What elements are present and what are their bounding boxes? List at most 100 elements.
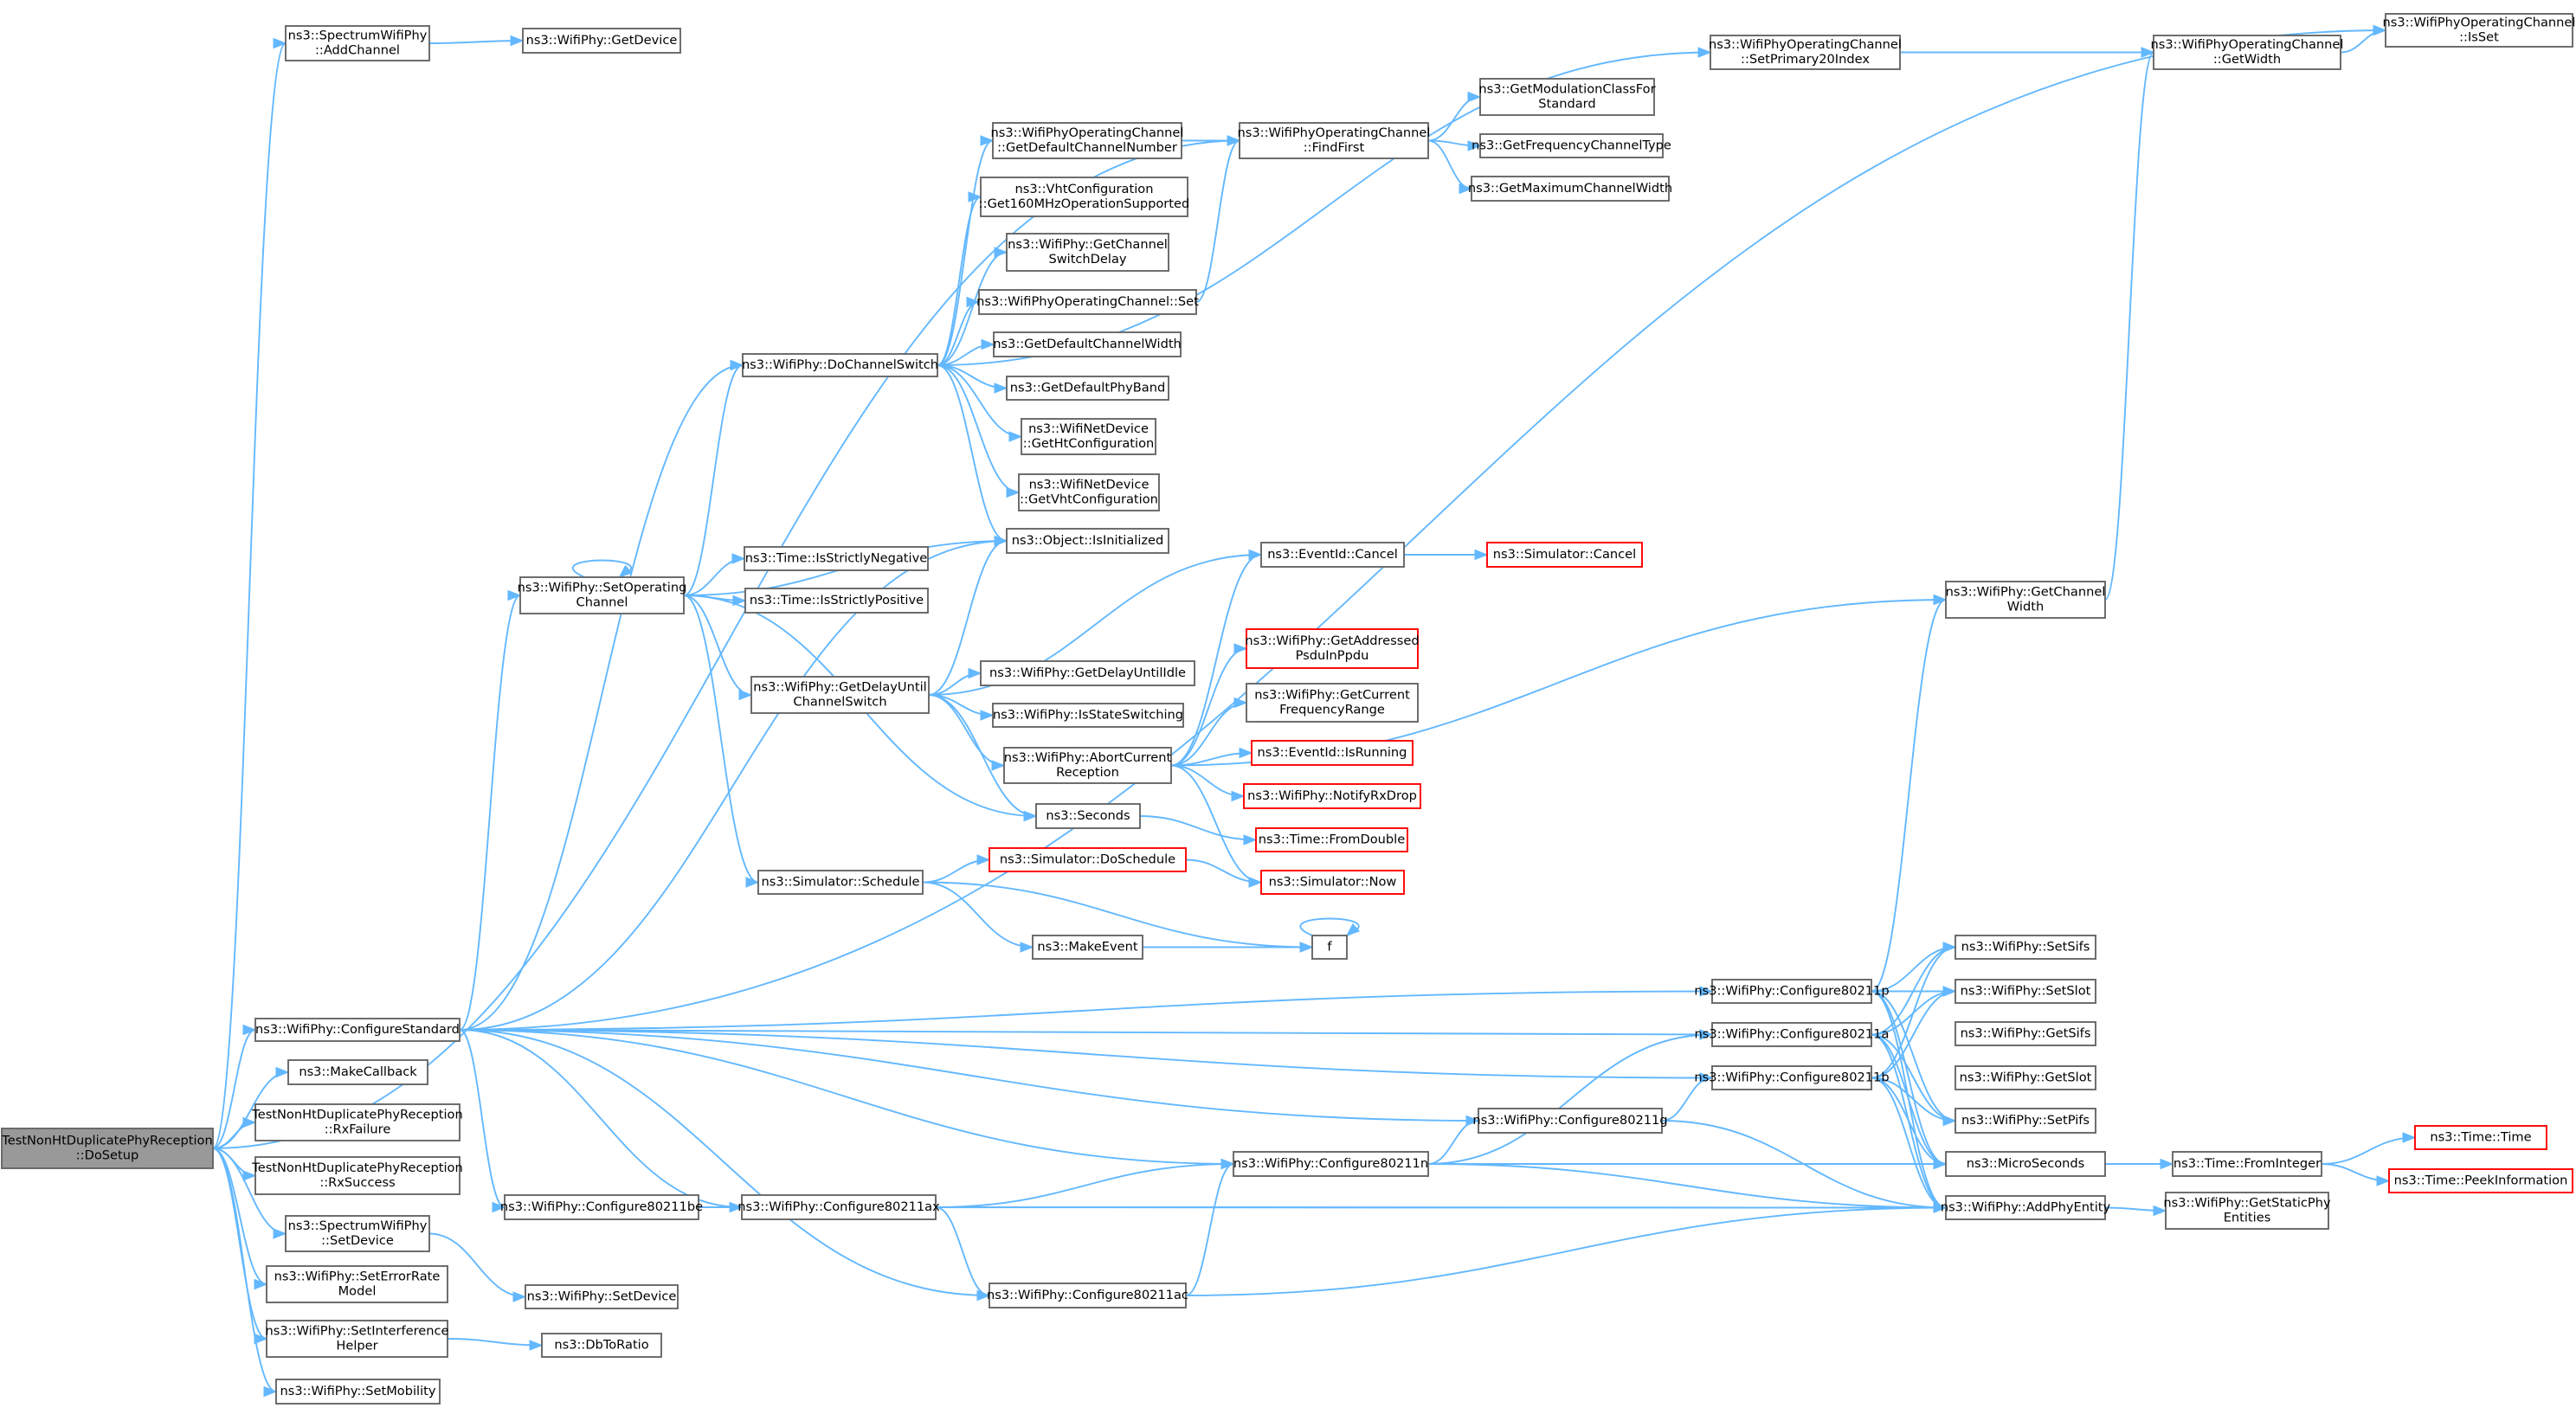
node-spec-add[interactable]: ns3::SpectrumWifiPhy::AddChannel [285,25,430,61]
arrow-head-icon [1933,594,1948,606]
node-box [993,331,1182,357]
node-c11b[interactable]: ns3::WifiPhy::Configure80211b [1694,1065,1890,1090]
node-vht160[interactable]: ns3::VhtConfiguration::Get160MHzOperatio… [979,177,1189,217]
node-label: ns3::Seconds [1046,808,1130,823]
node-get-slot[interactable]: ns3::WifiPhy::GetSlot [1955,1065,2096,1090]
node-c11p[interactable]: ns3::WifiPhy::Configure80211p [1694,979,1890,1004]
node-c11a[interactable]: ns3::WifiPhy::Configure80211a [1695,1022,1890,1047]
node-get-def-ch-width[interactable]: ns3::GetDefaultChannelWidth [993,331,1182,357]
node-cfg-std[interactable]: ns3::WifiPhy::ConfigureStandard [254,1018,460,1042]
node-label: ns3::MakeEvent [1037,940,1138,955]
edge-line [1195,139,1240,303]
node-c11be[interactable]: ns3::WifiPhy::Configure80211be [500,1194,703,1220]
node-set-dev[interactable]: ns3::WifiPhy::SetDevice [525,1284,679,1309]
node-from-double[interactable]: ns3::Time::FromDouble [1255,827,1408,852]
edge-line [1170,647,1247,767]
node-rx-fail[interactable]: TestNonHtDuplicatePhyReception::RxFailur… [251,1103,463,1141]
node-make-cb[interactable]: ns3::MakeCallback [287,1059,428,1085]
node-notify-drop[interactable]: ns3::WifiPhy::NotifyRxDrop [1243,783,1421,809]
node-db-to-ratio[interactable]: ns3::DbToRatio [541,1333,662,1358]
node-ev-cancel[interactable]: ns3::EventId::Cancel [1260,542,1405,568]
node-set-pifs[interactable]: ns3::WifiPhy::SetPifs [1955,1108,2096,1134]
node-is-init[interactable]: ns3::Object::IsInitialized [1006,528,1169,554]
node-add-phy[interactable]: ns3::WifiPhy::AddPhyEntity [1941,1195,2111,1220]
arrow-head-icon [254,1278,268,1290]
node-c11ax[interactable]: ns3::WifiPhy::Configure80211ax [737,1194,940,1220]
node-box [1479,133,1664,158]
node-is-neg[interactable]: ns3::Time::IsStrictlyNegative [744,546,929,571]
node-label: ::AddChannel [315,43,400,58]
arrow-head-icon [1006,486,1021,498]
edge-root-to-cfg-std [212,1024,257,1149]
node-from-int[interactable]: ns3::Time::FromInteger [2172,1151,2322,1177]
node-find-first[interactable]: ns3::WifiPhyOperatingChannel::FindFirst [1238,122,1431,159]
node-is-pos[interactable]: ns3::Time::IsStrictlyPositive [744,588,929,614]
node-sim-cancel[interactable]: ns3::Simulator::Cancel [1486,542,1643,568]
edge-f-to-f [1299,917,1361,936]
node-box [1006,233,1169,272]
node-get-ht-cfg[interactable]: ns3::WifiNetDevice::GetHtConfiguration [1021,418,1156,455]
edge-op-ch-set-to-find-first [1195,135,1241,303]
node-box [266,1320,448,1358]
node-c11g[interactable]: ns3::WifiPhy::Configure80211g [1472,1108,1668,1134]
node-box [285,25,430,61]
node-label: ns3::GetMaximumChannelWidth [1468,181,1672,196]
node-schedule[interactable]: ns3::Simulator::Schedule [757,870,924,895]
node-get-delay-idle[interactable]: ns3::WifiPhy::GetDelayUntilIdle [980,660,1195,686]
node-box [1003,747,1172,784]
node-box [1955,1021,2096,1046]
node-do-schedule[interactable]: ns3::Simulator::DoSchedule [989,847,1187,872]
arrow-head-icon [991,760,1006,771]
node-set-sifs[interactable]: ns3::WifiPhy::SetSifs [1955,935,2096,960]
edge-abort-rx-to-notify-drop [1170,764,1246,802]
node-get-sifs[interactable]: ns3::WifiPhy::GetSifs [1955,1021,2096,1046]
node-f[interactable]: f [1311,935,1348,960]
node-get-vht-cfg[interactable]: ns3::WifiNetDevice::GetVhtConfiguration [1018,473,1160,511]
node-micro[interactable]: ns3::MicroSeconds [1945,1151,2106,1177]
node-box [504,1194,699,1220]
node-box [1478,1108,1663,1134]
node-set-slot[interactable]: ns3::WifiPhy::SetSlot [1955,979,2096,1004]
node-box [1246,683,1419,723]
node-c11ac[interactable]: ns3::WifiPhy::Configure80211ac [987,1283,1188,1308]
node-set-mob[interactable]: ns3::WifiPhy::SetMobility [275,1379,441,1405]
node-get-device[interactable]: ns3::WifiPhy::GetDevice [522,28,681,54]
node-label: ::GetDefaultChannelNumber [997,140,1177,155]
arrow-head-icon [1008,431,1023,442]
node-time-time[interactable]: ns3::Time::Time [2414,1125,2547,1150]
node-get-width[interactable]: ns3::WifiPhyOperatingChannel::GetWidth [2151,35,2344,70]
node-peek-info[interactable]: ns3::Time::PeekInformation [2388,1168,2573,1193]
node-op-ch-set[interactable]: ns3::WifiPhyOperatingChannel::Set [976,289,1199,315]
node-get-def-ch-num[interactable]: ns3::WifiPhyOperatingChannel::GetDefault… [991,122,1184,159]
edge-line [683,595,752,696]
node-spec-set-dev[interactable]: ns3::SpectrumWifiPhy::SetDevice [285,1215,430,1252]
node-seconds[interactable]: ns3::Seconds [1035,803,1141,829]
node-is-state-sw[interactable]: ns3::WifiPhy::IsStateSwitching [992,703,1184,728]
node-sim-now[interactable]: ns3::Simulator::Now [1260,870,1405,895]
arrow-head-icon [994,535,1008,547]
node-get-def-band[interactable]: ns3::GetDefaultPhyBand [1006,376,1169,401]
node-box [1710,35,1901,70]
node-rx-succ[interactable]: TestNonHtDuplicatePhyReception::RxSucces… [251,1156,463,1195]
node-get-max-width[interactable]: ns3::GetMaximumChannelWidth [1468,176,1672,202]
node-make-event[interactable]: ns3::MakeEvent [1032,935,1143,960]
node-set-prim20[interactable]: ns3::WifiPhyOperatingChannel::SetPrimary… [1709,35,1902,70]
node-c11n[interactable]: ns3::WifiPhy::Configure80211n [1233,1151,1429,1177]
node-is-set[interactable]: ns3::WifiPhyOperatingChannel::IsSet [2383,13,2576,48]
arrow-head-icon [966,296,981,308]
node-ev-running[interactable]: ns3::EventId::IsRunning [1251,740,1414,766]
node-do-ch-switch[interactable]: ns3::WifiPhy::DoChannelSwitch [742,353,938,377]
node-get-freq-type[interactable]: ns3::GetFrequencyChannelType [1472,133,1671,158]
edge-line [1427,96,1481,142]
